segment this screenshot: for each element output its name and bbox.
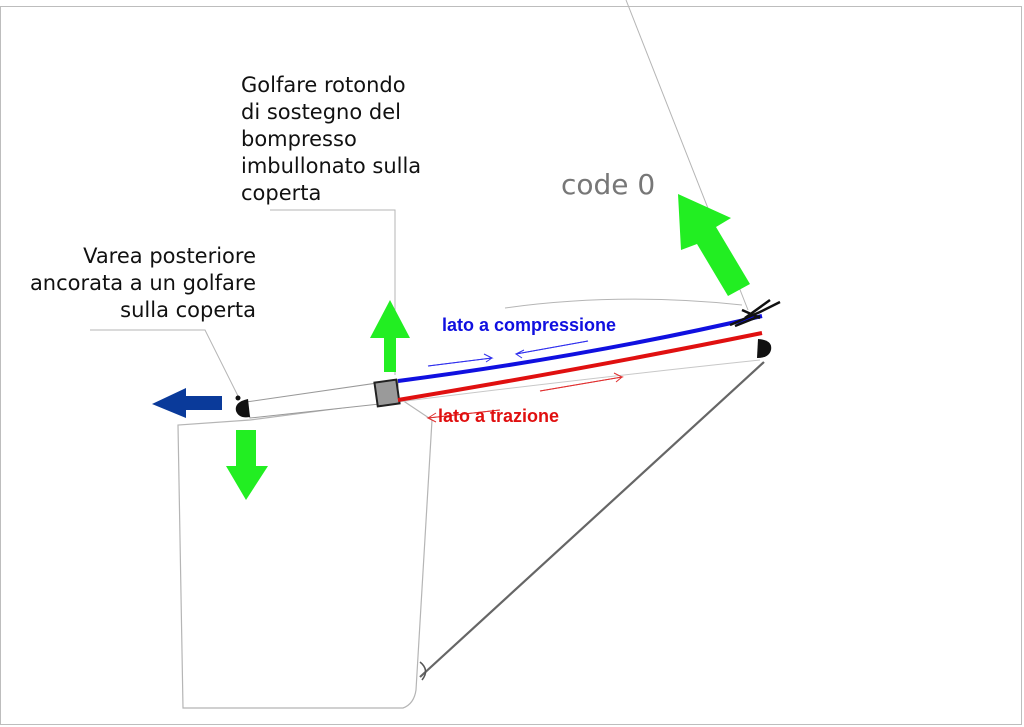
traction-label: lato a trazione [438, 406, 560, 426]
compression-force-arrows [427, 340, 589, 367]
golfare-line-2: di sostegno del [241, 100, 401, 124]
traction-force-arrows [426, 372, 624, 423]
code0-label: code 0 [561, 168, 656, 201]
golfare-line-3: bompresso [241, 127, 357, 151]
front-cap [757, 339, 772, 358]
down-arrow-rear-icon [226, 430, 268, 500]
leader-golfare [270, 209, 396, 375]
golfare-line-4: imbullonato sulla [241, 154, 422, 178]
tip-fitting [729, 298, 781, 328]
varea-line-2: ancorata a un golfare [29, 271, 256, 295]
golfare-line-1: Golfare rotondo [241, 73, 406, 97]
hull-outline [177, 399, 433, 709]
varea-line-1: Varea posteriore [83, 244, 256, 268]
frame-border [0, 6, 1022, 725]
bowsprit-outer [397, 359, 761, 403]
compression-line [397, 314, 763, 383]
rear-pin [235, 395, 241, 401]
support-ring [373, 378, 401, 408]
bobstay-attachment [419, 661, 427, 681]
traction-line [397, 331, 763, 402]
bobstay [419, 361, 765, 678]
compression-label: lato a compressione [442, 315, 617, 335]
golfare-label: Golfare rotondo di sostegno del bompress… [241, 72, 441, 207]
lift-arrow-ring-icon [370, 300, 410, 372]
leader-varea [90, 329, 239, 397]
varea-label: Varea posteriore ancorata a un golfare s… [14, 243, 256, 324]
pull-arrow-rear-icon [152, 388, 222, 418]
varea-line-3: sulla coperta [120, 298, 256, 322]
leader-tip-curve [504, 298, 743, 309]
lift-arrow-tip-icon [678, 194, 750, 296]
golfare-line-5: coperta [241, 181, 322, 205]
rear-cap [235, 399, 250, 418]
